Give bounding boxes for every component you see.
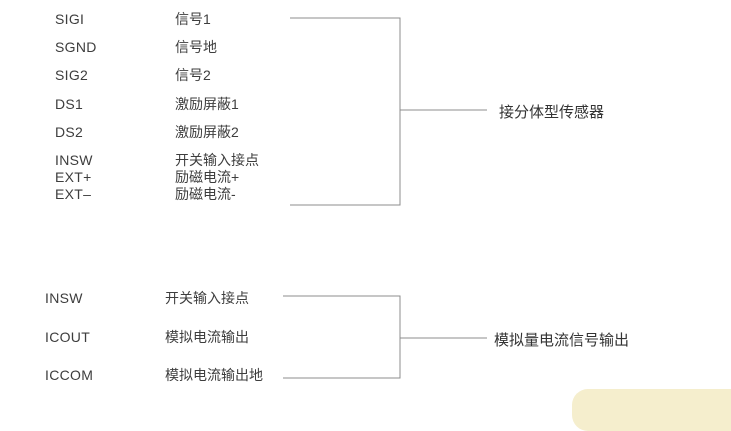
- callout-label-sensor: 接分体型传感器: [499, 104, 605, 121]
- pin-description: 模拟电流输出地: [165, 367, 263, 383]
- pin-description: 信号1: [175, 11, 211, 27]
- pin-description: 信号地: [175, 39, 217, 55]
- corner-decoration: [572, 389, 731, 431]
- pin-code: INSW: [55, 152, 93, 168]
- pin-row: SIG2 信号2: [55, 67, 211, 83]
- pin-row: DS1 激励屏蔽1: [55, 96, 239, 112]
- pin-code: DS1: [55, 96, 84, 112]
- pin-row: DS2 激励屏蔽2: [55, 124, 239, 140]
- pin-code: SGND: [55, 39, 97, 55]
- pin-row: SIGI 信号1: [55, 11, 211, 27]
- pin-code: EXT+: [55, 169, 92, 185]
- bracket-line-group2: [283, 295, 401, 379]
- pin-row: SGND 信号地: [55, 39, 217, 55]
- pin-row: EXT– 励磁电流-: [55, 186, 236, 202]
- pin-row: INSW 开关输入接点: [45, 290, 249, 306]
- pin-description: 信号2: [175, 67, 211, 83]
- pin-row: ICOUT 模拟电流输出: [45, 329, 249, 345]
- pin-code: ICOUT: [45, 329, 91, 345]
- pin-code: SIGI: [55, 11, 85, 27]
- pin-code: EXT–: [55, 186, 92, 202]
- pin-row: INSW 开关输入接点: [55, 152, 259, 168]
- pin-description: 励磁电流-: [175, 186, 236, 202]
- pin-row: EXT+ 励磁电流+: [55, 169, 239, 185]
- pin-description: 激励屏蔽1: [175, 96, 239, 112]
- callout-label-analog-output: 模拟量电流信号输出: [494, 332, 630, 349]
- pin-description: 开关输入接点: [175, 152, 259, 168]
- pin-code: INSW: [45, 290, 83, 306]
- pin-description: 激励屏蔽2: [175, 124, 239, 140]
- pin-code: DS2: [55, 124, 84, 140]
- pin-code: SIG2: [55, 67, 89, 83]
- pin-description: 开关输入接点: [165, 290, 249, 306]
- pin-code: ICCOM: [45, 367, 94, 383]
- pin-row: ICCOM 模拟电流输出地: [45, 367, 263, 383]
- pin-description: 模拟电流输出: [165, 329, 249, 345]
- pin-description: 励磁电流+: [175, 169, 240, 185]
- bracket-line-group1: [290, 17, 401, 206]
